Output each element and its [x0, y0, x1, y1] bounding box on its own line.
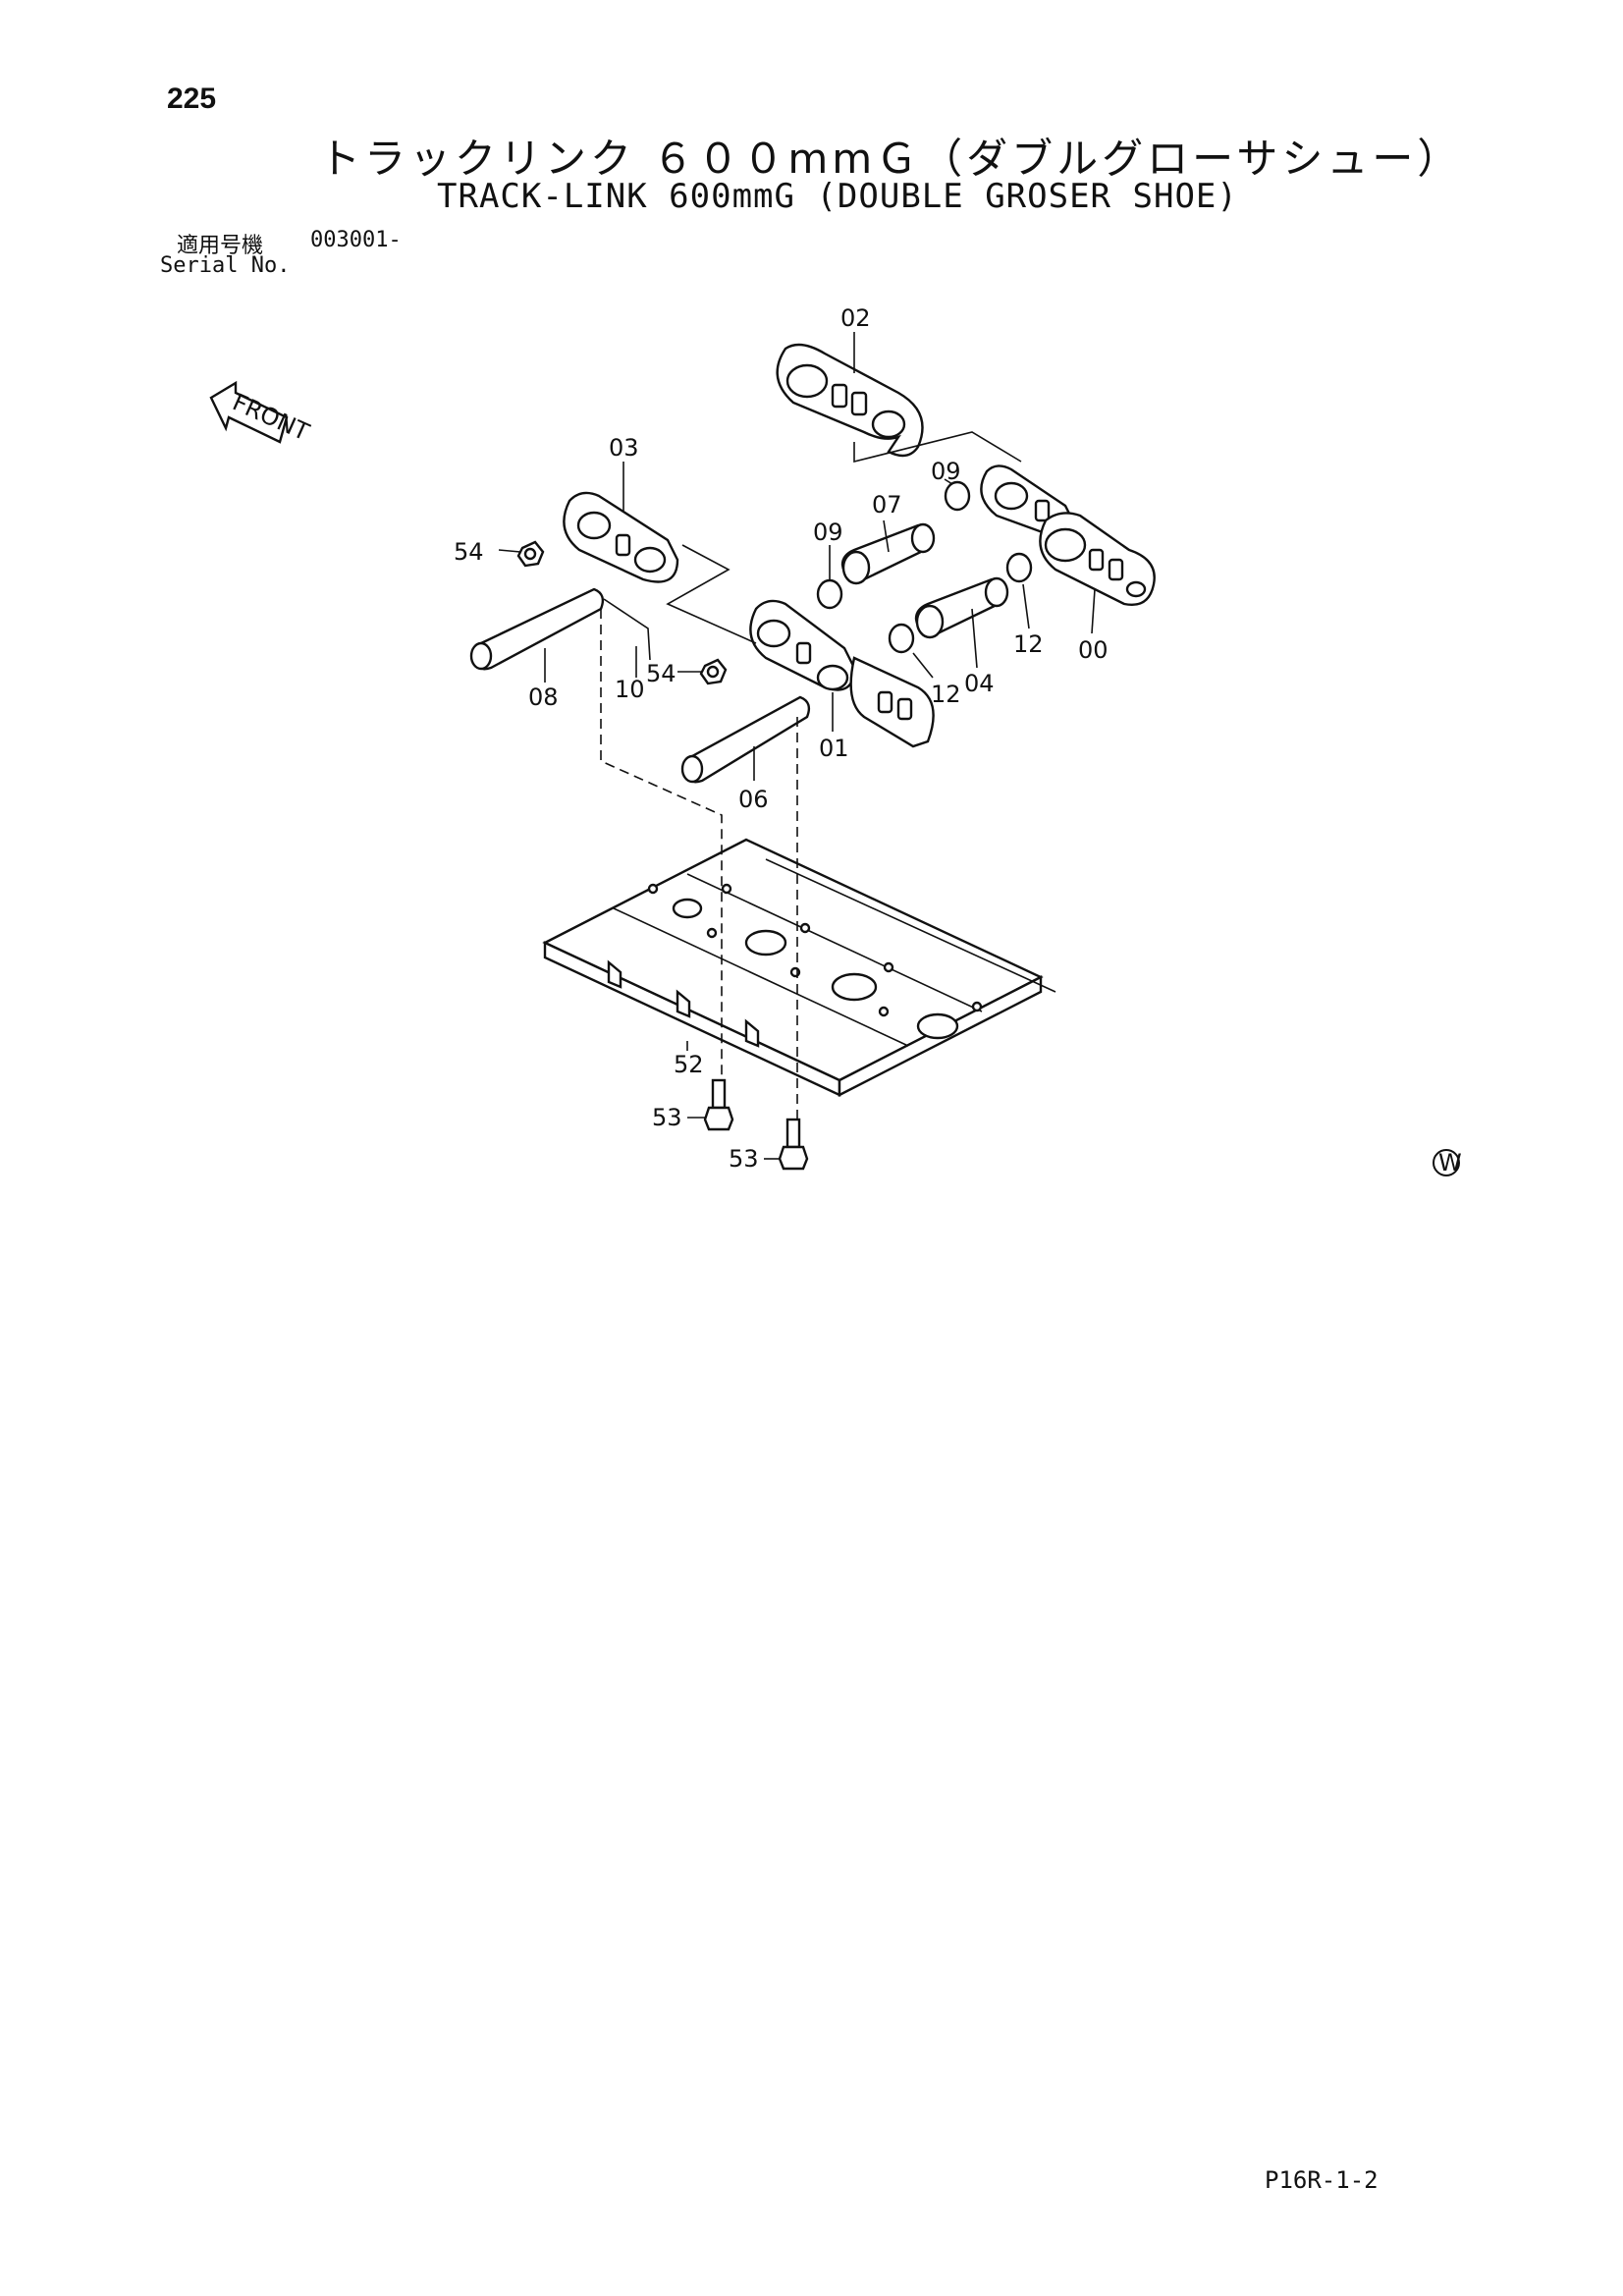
callout-09-upper: 09: [931, 458, 961, 485]
bolt-53-right: [778, 1118, 809, 1171]
callout-09-lower: 09: [813, 519, 843, 546]
callout-12-right: 12: [1013, 630, 1044, 658]
track-link-03: [563, 491, 679, 583]
callout-53-right: 53: [729, 1145, 759, 1173]
bushing-07: [840, 522, 936, 585]
callout-08: 08: [528, 683, 559, 711]
seal-12-left: [888, 623, 915, 654]
callout-10: 10: [615, 676, 645, 703]
page-title-english: TRACK-LINK 600mmG (DOUBLE GROSER SHOE): [437, 177, 1238, 216]
callout-54-upper: 54: [454, 538, 484, 566]
callout-00: 00: [1078, 636, 1109, 664]
callout-03: 03: [609, 434, 639, 462]
assembly-line-left: [666, 544, 757, 644]
alignment-line-left: [600, 609, 723, 1080]
assembly-line-top: [853, 431, 1022, 464]
seal-09-upper: [944, 480, 971, 512]
track-shoe-52: [542, 838, 1056, 1097]
callout-53-left: 53: [652, 1104, 682, 1131]
callout-54-lower: 54: [646, 660, 676, 687]
circled-w-symbol: W: [1433, 1149, 1462, 1176]
front-arrow-icon: FRONT: [209, 380, 313, 446]
pin-08: [469, 587, 605, 671]
bushing-04: [914, 576, 1009, 639]
callout-04: 04: [964, 670, 995, 697]
seal-09-lower: [816, 578, 843, 610]
pin-06: [680, 695, 811, 784]
serial-label-english: Serial No.: [160, 253, 291, 278]
bolt-53-left: [703, 1078, 734, 1131]
page-number: 225: [167, 82, 217, 115]
symbol-letter: W: [1438, 1149, 1462, 1176]
track-link-01: [749, 599, 935, 748]
callout-12-left: 12: [931, 681, 961, 708]
document-code: P16R-1-2: [1265, 2166, 1379, 2194]
callout-01: 01: [819, 735, 849, 762]
serial-label-japanese: 適用号機: [177, 234, 264, 258]
lock-pin-10: [603, 598, 651, 661]
nut-54-upper: [516, 540, 545, 568]
seal-12-right: [1005, 552, 1033, 583]
callout-07: 07: [872, 491, 902, 519]
track-link-00: [980, 465, 1156, 606]
serial-number-value: 003001-: [310, 228, 402, 252]
callout-02: 02: [840, 304, 871, 332]
nut-54-lower: [699, 658, 728, 685]
page-title-japanese: トラックリンク ６００mmＧ（ダブルグローサシュー）: [319, 135, 1463, 183]
callout-52: 52: [674, 1051, 704, 1078]
callout-06: 06: [738, 786, 769, 813]
track-link-02: [776, 343, 924, 458]
